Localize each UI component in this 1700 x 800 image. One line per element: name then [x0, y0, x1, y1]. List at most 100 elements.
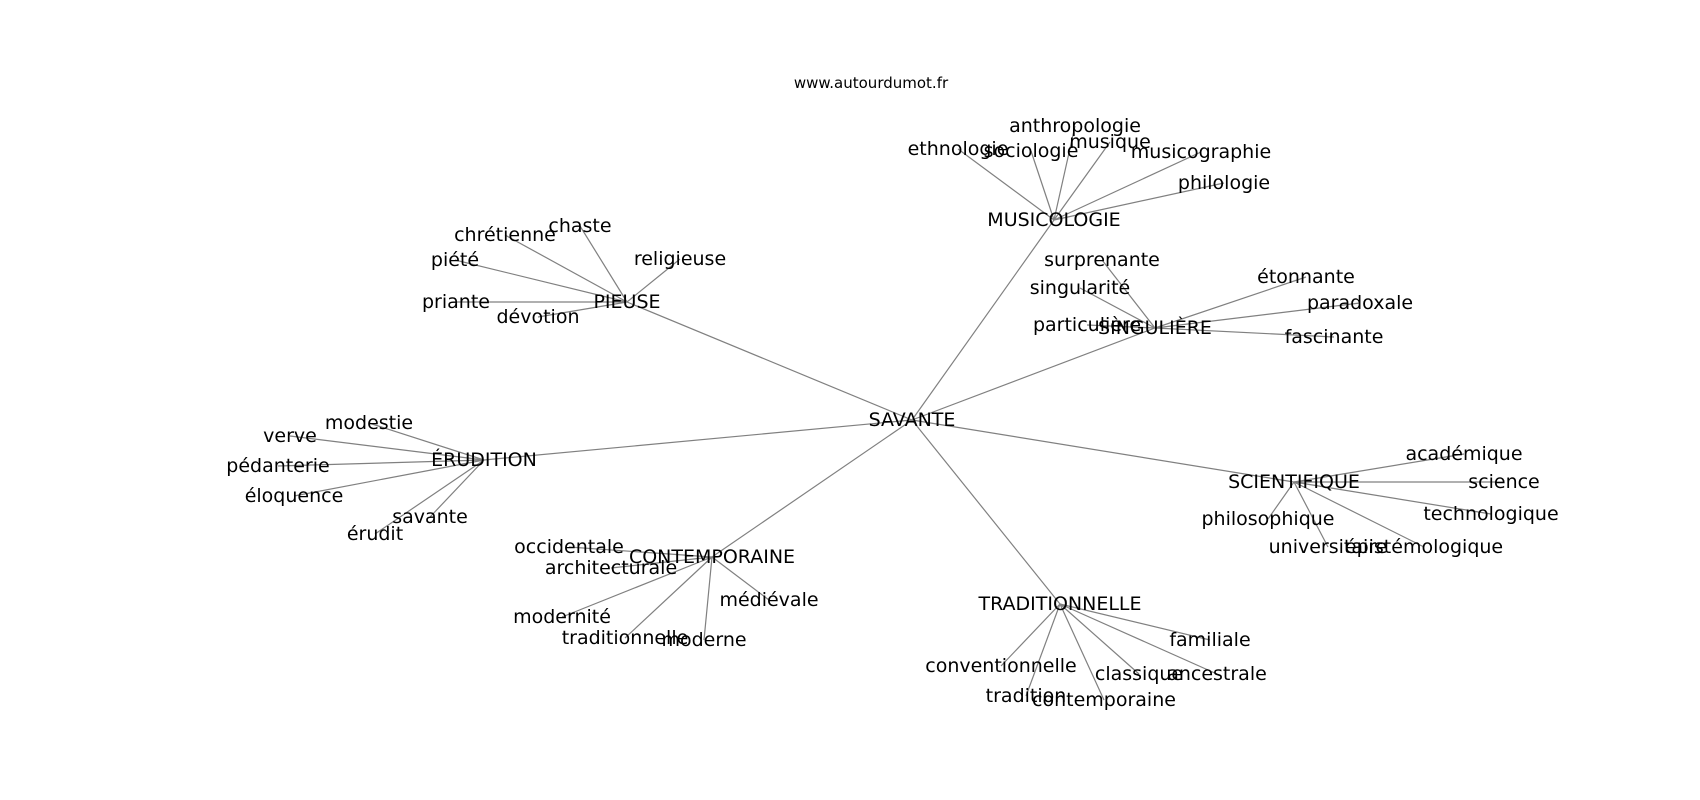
- group-node-label: TRADITIONNELLE: [977, 593, 1141, 615]
- edge-group-to-word: [1053, 182, 1225, 221]
- word-node-label: traditionnelle: [562, 627, 689, 649]
- edge-group-to-word: [537, 301, 628, 318]
- word-node-label: priante: [422, 291, 490, 313]
- edge-group-to-word: [368, 422, 485, 461]
- edge-root-to-group: [711, 419, 913, 558]
- word-node-label: épistémologique: [1345, 536, 1503, 558]
- word-node-label: particulière: [1033, 314, 1141, 336]
- word-node-label: technologique: [1423, 503, 1558, 525]
- word-node-label: sociologie: [984, 140, 1079, 162]
- edge-root-to-group: [911, 419, 1295, 483]
- edge-root-to-group: [911, 419, 1061, 605]
- word-node-label: philologie: [1178, 172, 1270, 194]
- edge-group-to-word: [1000, 603, 1061, 667]
- edge-group-to-word: [1053, 151, 1202, 221]
- group-node-label: PIEUSE: [593, 291, 660, 313]
- word-node-label: modestie: [325, 412, 413, 434]
- group-node-label: MUSICOLOGIE: [987, 209, 1120, 231]
- word-node-label: paradoxale: [1307, 292, 1413, 314]
- edge-group-to-word: [561, 556, 713, 618]
- word-node-label: ethnologie: [908, 138, 1009, 160]
- word-node-label: éloquence: [245, 485, 344, 507]
- word-node-label: musique: [1069, 131, 1151, 153]
- root-node-label: SAVANTE: [869, 409, 956, 431]
- edge-group-to-word: [579, 225, 628, 303]
- edge-root-to-group: [911, 327, 1156, 421]
- graph-edges: [277, 125, 1504, 701]
- edge-group-to-word: [277, 459, 485, 467]
- word-node-label: contemporaine: [1032, 689, 1176, 711]
- word-node-label: chrétienne: [454, 224, 556, 246]
- edge-group-to-word: [454, 259, 628, 303]
- word-node-label: piété: [431, 249, 479, 271]
- word-node-label: dévotion: [496, 306, 579, 328]
- edge-group-to-word: [1267, 481, 1295, 520]
- word-node-label: érudit: [347, 523, 403, 545]
- edge-group-to-word: [1059, 603, 1218, 675]
- edge-group-to-word: [1101, 259, 1156, 329]
- word-node-label: occidentale: [514, 536, 624, 558]
- edge-group-to-word: [1079, 287, 1156, 329]
- edge-group-to-word: [1086, 324, 1156, 329]
- word-node-label: architecturale: [545, 557, 677, 579]
- word-node-label: verve: [263, 425, 317, 447]
- edge-group-to-word: [610, 556, 713, 569]
- word-node-label: fascinante: [1285, 326, 1384, 348]
- word-node-label: surprenante: [1044, 249, 1160, 271]
- edge-group-to-word: [568, 546, 713, 558]
- word-node-label: religieuse: [634, 248, 726, 270]
- group-node-label: ÉRUDITION: [431, 448, 537, 471]
- source-watermark: www.autourdumot.fr: [794, 74, 949, 92]
- edge-root-to-group: [911, 219, 1055, 421]
- word-node-label: conventionnelle: [925, 655, 1076, 677]
- edge-group-to-word: [1053, 141, 1111, 221]
- word-node-label: académique: [1405, 443, 1522, 465]
- edge-group-to-word: [624, 556, 713, 639]
- edge-root-to-group: [626, 301, 913, 421]
- word-node-label: médiévale: [719, 589, 818, 611]
- word-node-label: musicographie: [1131, 141, 1271, 163]
- graph-labels: www.autourdumot.fr SAVANTE PIEUSE chastech…: [226, 74, 1558, 711]
- edge-group-to-word: [1053, 125, 1076, 221]
- edge-root-to-group: [483, 419, 913, 461]
- edge-group-to-word: [1059, 603, 1140, 675]
- edge-group-to-word: [1154, 302, 1361, 329]
- edge-group-to-word: [1293, 453, 1465, 483]
- edge-group-to-word: [957, 148, 1055, 221]
- edge-group-to-word: [1059, 603, 1211, 641]
- edge-group-to-word: [626, 258, 681, 303]
- word-node-label: anthropologie: [1009, 115, 1141, 137]
- word-node-label: étonnante: [1257, 266, 1355, 288]
- word-node-label: singularité: [1030, 277, 1130, 299]
- word-node-label: pédanterie: [226, 455, 329, 477]
- word-node-label: tradition: [986, 685, 1067, 707]
- word-node-label: familiale: [1169, 629, 1250, 651]
- edge-group-to-word: [1293, 481, 1425, 548]
- word-node-label: science: [1468, 471, 1540, 493]
- edge-group-to-word: [1293, 481, 1329, 548]
- word-node-label: universitaire: [1269, 536, 1388, 558]
- word-node-label: chaste: [548, 215, 611, 237]
- word-node-label: classique: [1095, 663, 1183, 685]
- word-node-label: savante: [392, 506, 468, 528]
- group-node-label: SCIENTIFIQUE: [1228, 471, 1360, 493]
- word-node-label: ancestrale: [1167, 663, 1267, 685]
- edge-group-to-word: [1293, 481, 1492, 515]
- edge-group-to-word: [374, 459, 485, 535]
- edge-group-to-word: [711, 556, 770, 601]
- group-node-label: CONTEMPORAINE: [629, 546, 795, 568]
- edge-group-to-word: [429, 459, 485, 518]
- edge-group-to-word: [1030, 150, 1055, 221]
- edge-group-to-word: [1059, 603, 1105, 701]
- word-node-label: philosophique: [1202, 508, 1335, 530]
- group-node-label: SINGULIÈRE: [1098, 316, 1212, 339]
- edge-group-to-word: [703, 556, 713, 641]
- word-node-label: modernité: [513, 606, 611, 628]
- edge-group-to-word: [289, 435, 485, 461]
- edge-group-to-word: [1025, 603, 1061, 697]
- edge-group-to-word: [1154, 327, 1335, 338]
- edge-group-to-word: [1154, 276, 1307, 329]
- word-node-label: moderne: [661, 629, 746, 651]
- edge-group-to-word: [504, 234, 628, 303]
